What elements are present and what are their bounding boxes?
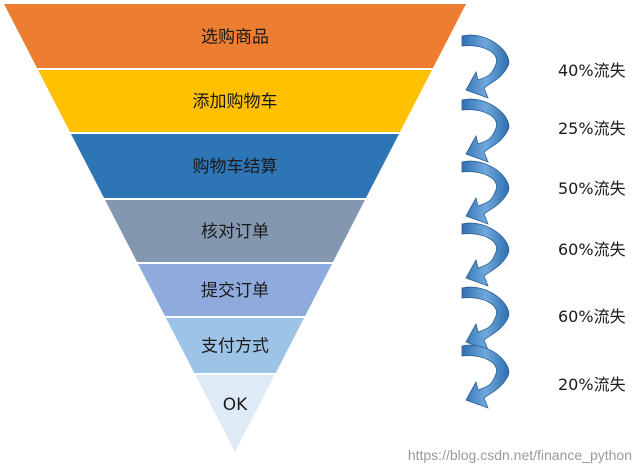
stage-shape: [195, 375, 275, 452]
stage-label: 选购商品: [201, 28, 269, 48]
funnel-stage: OK: [195, 375, 275, 452]
funnel-stage: 购物车结算: [71, 134, 399, 198]
stage-shape: [71, 134, 399, 198]
funnel-stage: 提交订单: [138, 264, 332, 316]
curved-arrow-icon: [461, 98, 510, 163]
stage-label: 提交订单: [201, 281, 269, 301]
stage-shape: [38, 70, 432, 132]
stage-shape: [105, 200, 365, 262]
curved-arrow-icon: [461, 344, 510, 409]
stage-label: 核对订单: [201, 222, 269, 242]
loss-label: 40%流失: [558, 61, 626, 80]
stage-label: 购物车结算: [193, 157, 278, 177]
stage-label: OK: [223, 395, 248, 415]
stage-shape: [138, 264, 332, 316]
stage-shape: [4, 4, 466, 68]
curved-arrow-icon: [461, 34, 510, 99]
funnel-stage: 支付方式: [165, 318, 305, 373]
funnel-stage: 添加购物车: [38, 70, 432, 132]
stage-shape: [165, 318, 305, 373]
stage-label: 支付方式: [201, 337, 269, 357]
loss-label: 25%流失: [558, 119, 626, 138]
loss-arrows: [461, 34, 510, 409]
loss-labels: 40%流失 25%流失 50%流失 60%流失 60%流失 20%流失: [558, 61, 626, 394]
curved-arrow-icon: [461, 286, 510, 351]
watermark-text: https://blog.csdn.net/finance_python: [408, 447, 632, 463]
loss-label: 60%流失: [558, 307, 626, 326]
stage-label: 添加购物车: [193, 92, 278, 112]
curved-arrow-icon: [461, 160, 510, 225]
funnel-stage: 核对订单: [105, 200, 365, 262]
loss-label: 60%流失: [558, 240, 626, 259]
funnel-stage: 选购商品: [4, 4, 466, 68]
loss-label: 50%流失: [558, 179, 626, 198]
funnel-stages: 选购商品 添加购物车 购物车结算 核对订单 提交订单 支付方式 OK: [4, 4, 466, 452]
loss-label: 20%流失: [558, 375, 626, 394]
curved-arrow-icon: [461, 222, 510, 287]
